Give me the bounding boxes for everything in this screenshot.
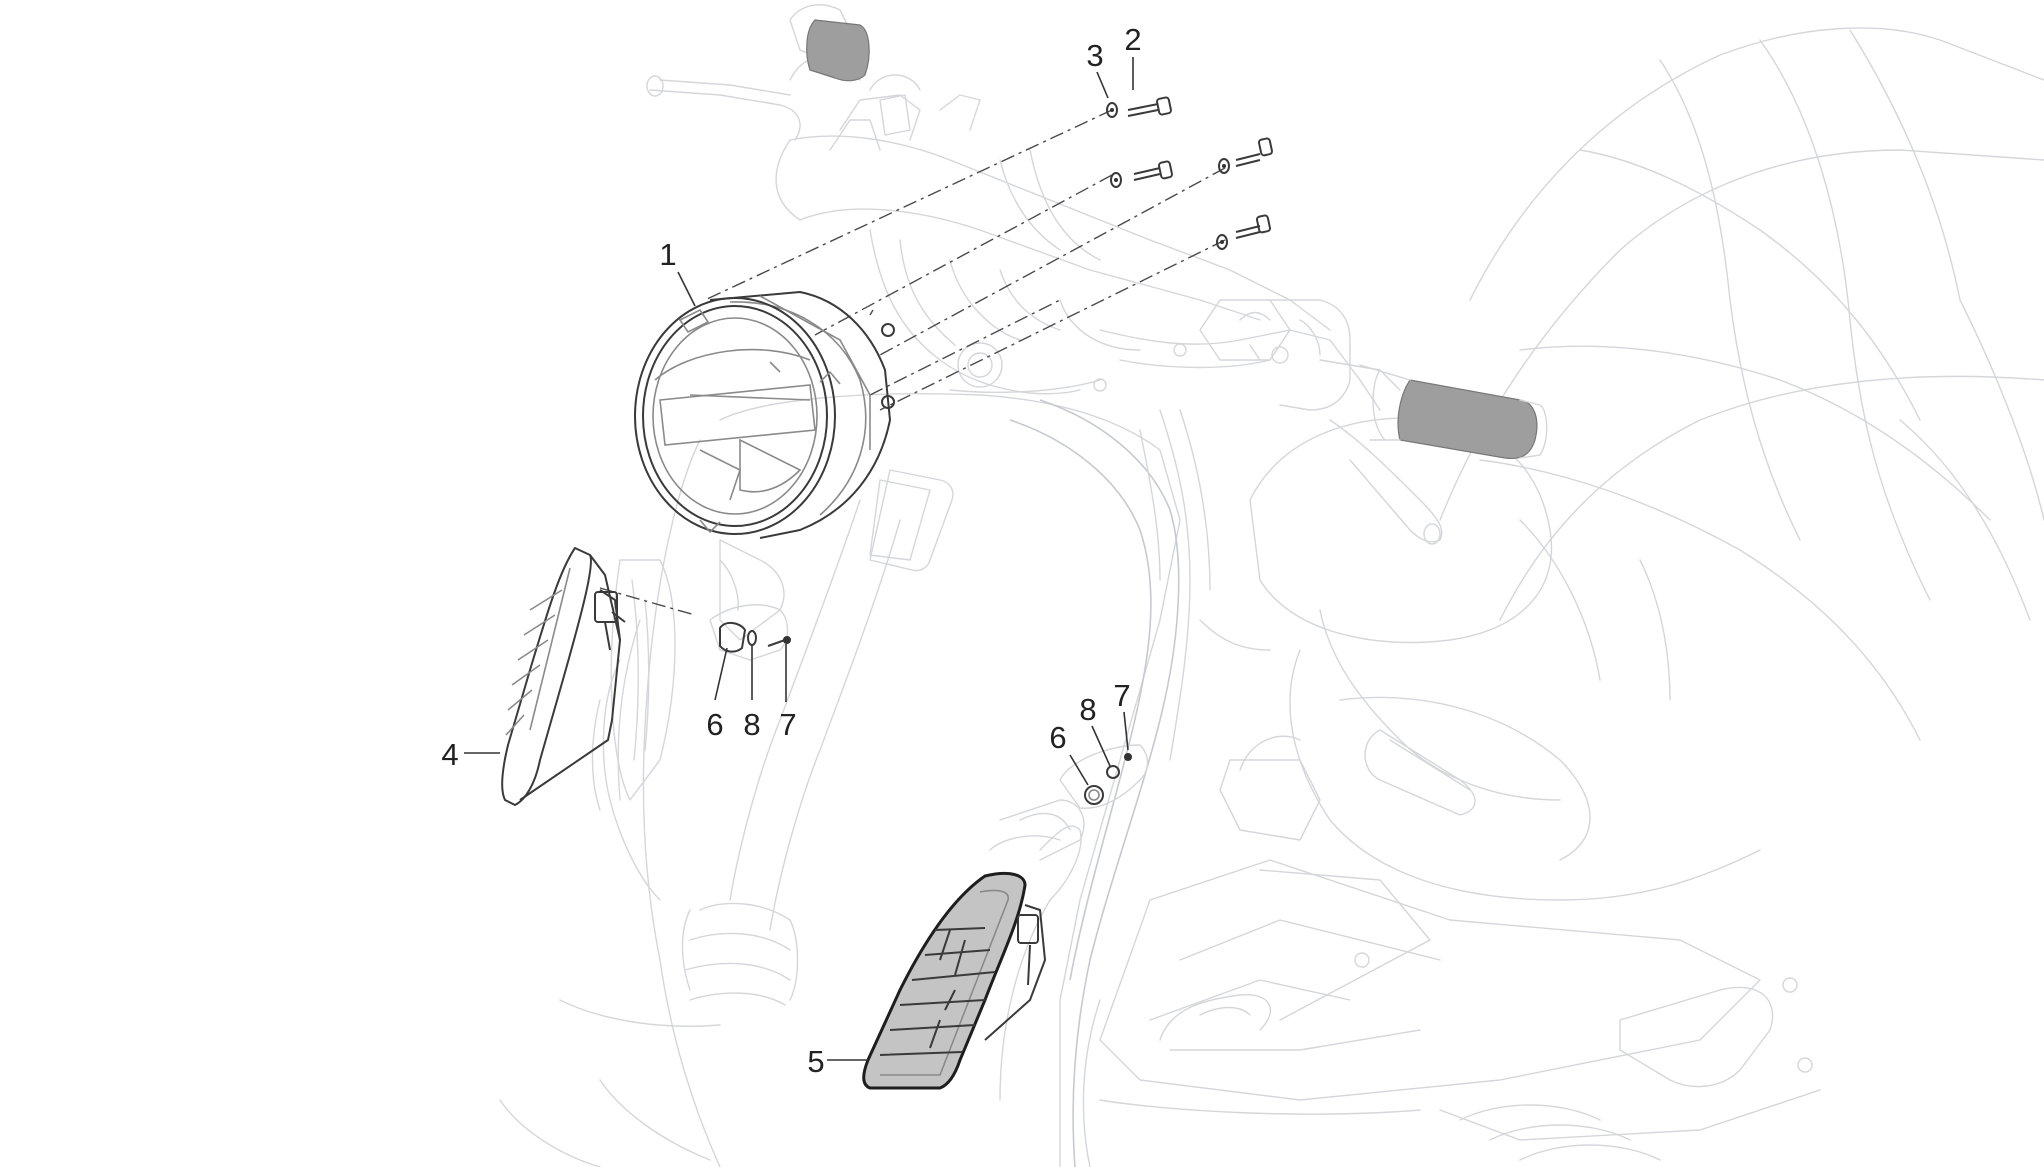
assembly-lines [599,109,1226,616]
right-bracket [1059,744,1149,809]
callout-2: 2 [1124,22,1141,57]
callout-4: 4 [441,737,458,772]
callout-labels: 1 2 3 4 5 6 8 7 6 8 7 [441,22,1141,1079]
right-grille [862,825,1082,1090]
callout-7-left: 7 [779,707,796,742]
headlamp-unit [634,291,895,539]
screws-and-washers [1106,96,1273,250]
callout-1: 1 [659,237,676,272]
callout-8-right: 8 [1079,692,1096,727]
left-grip [806,19,870,82]
callout-3: 3 [1086,38,1103,73]
callout-8-left: 8 [743,707,760,742]
left-grille [501,547,626,806]
left-bracket [709,604,791,661]
callout-6-right: 6 [1049,720,1066,755]
callout-7-right: 7 [1113,678,1130,713]
callout-5: 5 [807,1044,824,1079]
scooter-ghost-outline [499,4,2044,1167]
right-grip [1359,364,1548,460]
leader-lines [464,57,1134,1061]
callout-6-left: 6 [706,707,723,742]
